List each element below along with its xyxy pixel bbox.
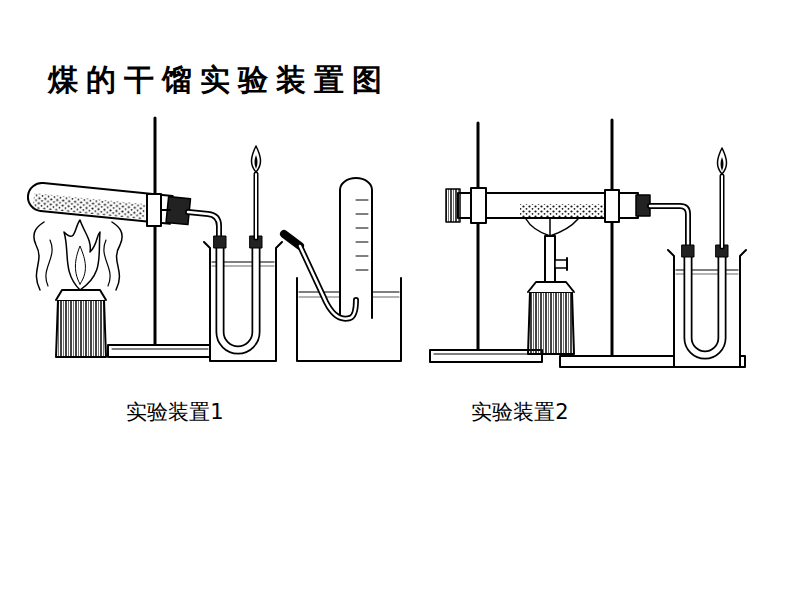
iron-stand xyxy=(434,354,538,355)
gas-burner xyxy=(528,282,574,292)
gas-jet-tube xyxy=(720,176,725,247)
u-tube xyxy=(214,236,226,248)
test-tube-clamp xyxy=(147,194,170,226)
iron-stand xyxy=(108,118,212,357)
iron-stand xyxy=(611,120,614,356)
gas-collecting-tube xyxy=(356,270,368,271)
iron-stand xyxy=(477,123,480,350)
gas-burner xyxy=(566,258,568,270)
gas-burner xyxy=(545,236,555,282)
gas-delivery-tube xyxy=(300,246,356,319)
iron-stand xyxy=(108,345,212,357)
gas-burner xyxy=(555,260,567,268)
gas-jet-tube xyxy=(254,174,259,238)
beaker xyxy=(668,250,746,367)
alcohol-lamp xyxy=(34,222,44,290)
gas-delivery-tube xyxy=(284,234,356,319)
gas-burner xyxy=(528,292,574,354)
gas-jet-tube xyxy=(718,148,727,174)
gas-jet-tube xyxy=(252,146,261,172)
gas-jet-tube xyxy=(255,174,257,238)
tube-clamp xyxy=(471,188,619,223)
gas-collecting-tube xyxy=(356,242,368,243)
flame xyxy=(64,220,100,290)
gas-jet-tube xyxy=(721,176,723,247)
alcohol-lamp xyxy=(56,290,106,300)
u-tube xyxy=(220,245,256,350)
u-tube xyxy=(220,245,256,350)
gas-delivery-tube xyxy=(300,246,356,319)
u-tube xyxy=(688,254,722,355)
tube-clamp xyxy=(471,188,486,223)
u-tube xyxy=(688,254,722,355)
hard-glass-test-tube xyxy=(27,182,191,226)
apparatus-caption: 实验装置1 xyxy=(126,400,223,425)
flame xyxy=(75,246,85,284)
hard-glass-tube xyxy=(446,189,650,222)
u-tube xyxy=(682,245,694,257)
gas-jet-tube xyxy=(718,148,727,247)
gas-collecting-tube xyxy=(356,256,368,257)
u-tube xyxy=(682,245,728,355)
alcohol-lamp xyxy=(56,300,106,357)
hard-glass-test-tube xyxy=(33,193,146,219)
tube-clamp xyxy=(605,190,619,222)
gas-burner xyxy=(526,219,578,354)
gas-collecting-tube xyxy=(356,200,368,201)
test-tube-clamp xyxy=(161,209,170,211)
gas-jet-tube xyxy=(252,146,261,238)
test-tube-clamp xyxy=(147,194,161,226)
apparatus-illustration xyxy=(27,118,746,367)
gas-collecting-tube xyxy=(356,214,368,215)
flame xyxy=(64,220,100,290)
gas-burner xyxy=(526,219,578,236)
apparatus-caption: 实验装置2 xyxy=(471,400,568,425)
iron-stand xyxy=(430,120,745,367)
gas-collecting-tube xyxy=(356,228,368,229)
alcohol-lamp xyxy=(46,240,52,286)
alcohol-lamp xyxy=(104,240,110,286)
beaker xyxy=(204,242,282,361)
beaker xyxy=(668,250,746,367)
beaker xyxy=(204,242,282,361)
alcohol-lamp xyxy=(112,222,122,290)
gas-jet-tube xyxy=(721,157,724,171)
hard-glass-tube xyxy=(446,189,460,222)
alcohol-lamp xyxy=(34,222,122,357)
gas-jet-tube xyxy=(255,155,258,169)
iron-stand xyxy=(154,118,157,345)
u-tube xyxy=(214,236,262,350)
diagram-title: 煤的干馏实验装置图 xyxy=(48,62,390,98)
iron-stand xyxy=(430,350,542,362)
iron-stand xyxy=(112,349,208,350)
